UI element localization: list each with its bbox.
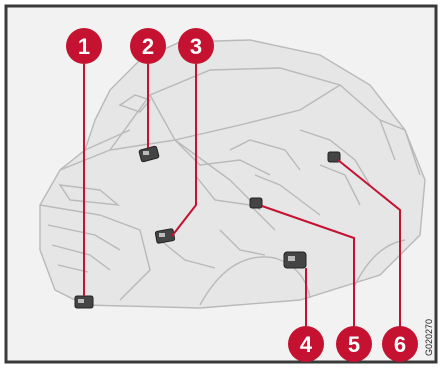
callout-3: 3 (178, 28, 214, 64)
component-5 (250, 198, 262, 208)
callout-5: 5 (336, 326, 372, 362)
svg-text:6: 6 (394, 332, 406, 357)
component-1 (75, 296, 93, 308)
component-4 (284, 252, 306, 268)
callout-2: 2 (130, 28, 166, 64)
svg-text:1: 1 (78, 34, 90, 59)
callout-4: 4 (288, 326, 324, 362)
figure-code: G020270 (424, 319, 434, 356)
svg-text:3: 3 (190, 34, 202, 59)
callout-1: 1 (66, 28, 102, 64)
component-3 (155, 229, 175, 244)
svg-text:2: 2 (142, 34, 154, 59)
svg-text:4: 4 (300, 332, 313, 357)
callout-6: 6 (382, 326, 418, 362)
svg-text:5: 5 (348, 332, 360, 357)
